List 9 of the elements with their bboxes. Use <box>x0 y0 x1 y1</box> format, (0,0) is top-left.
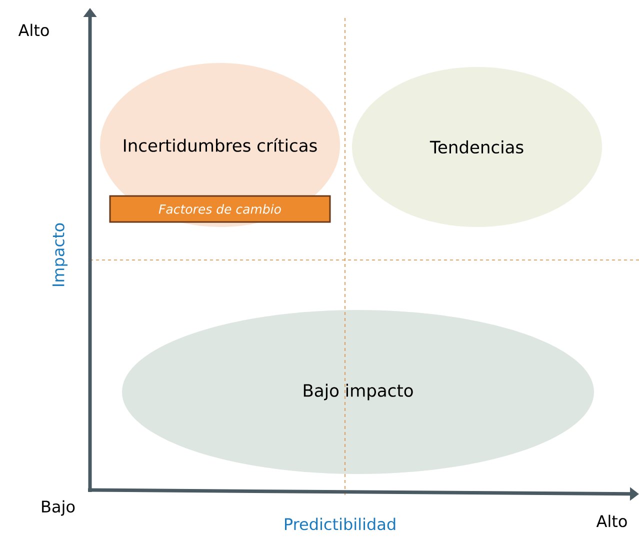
oval-region: Bajo impacto <box>304 384 413 400</box>
oval-region: Incertidumbres críticas <box>124 138 317 152</box>
oval-region: Tendencias <box>430 140 524 154</box>
axis-label: Alto <box>18 24 49 36</box>
label-box: Factores de cambio <box>109 195 331 223</box>
axis-label: Alto <box>596 514 627 528</box>
axis-title: Impacto <box>52 223 68 286</box>
axis-label: Bajo <box>42 500 75 516</box>
axis-title: Predictibilidad <box>285 518 396 530</box>
